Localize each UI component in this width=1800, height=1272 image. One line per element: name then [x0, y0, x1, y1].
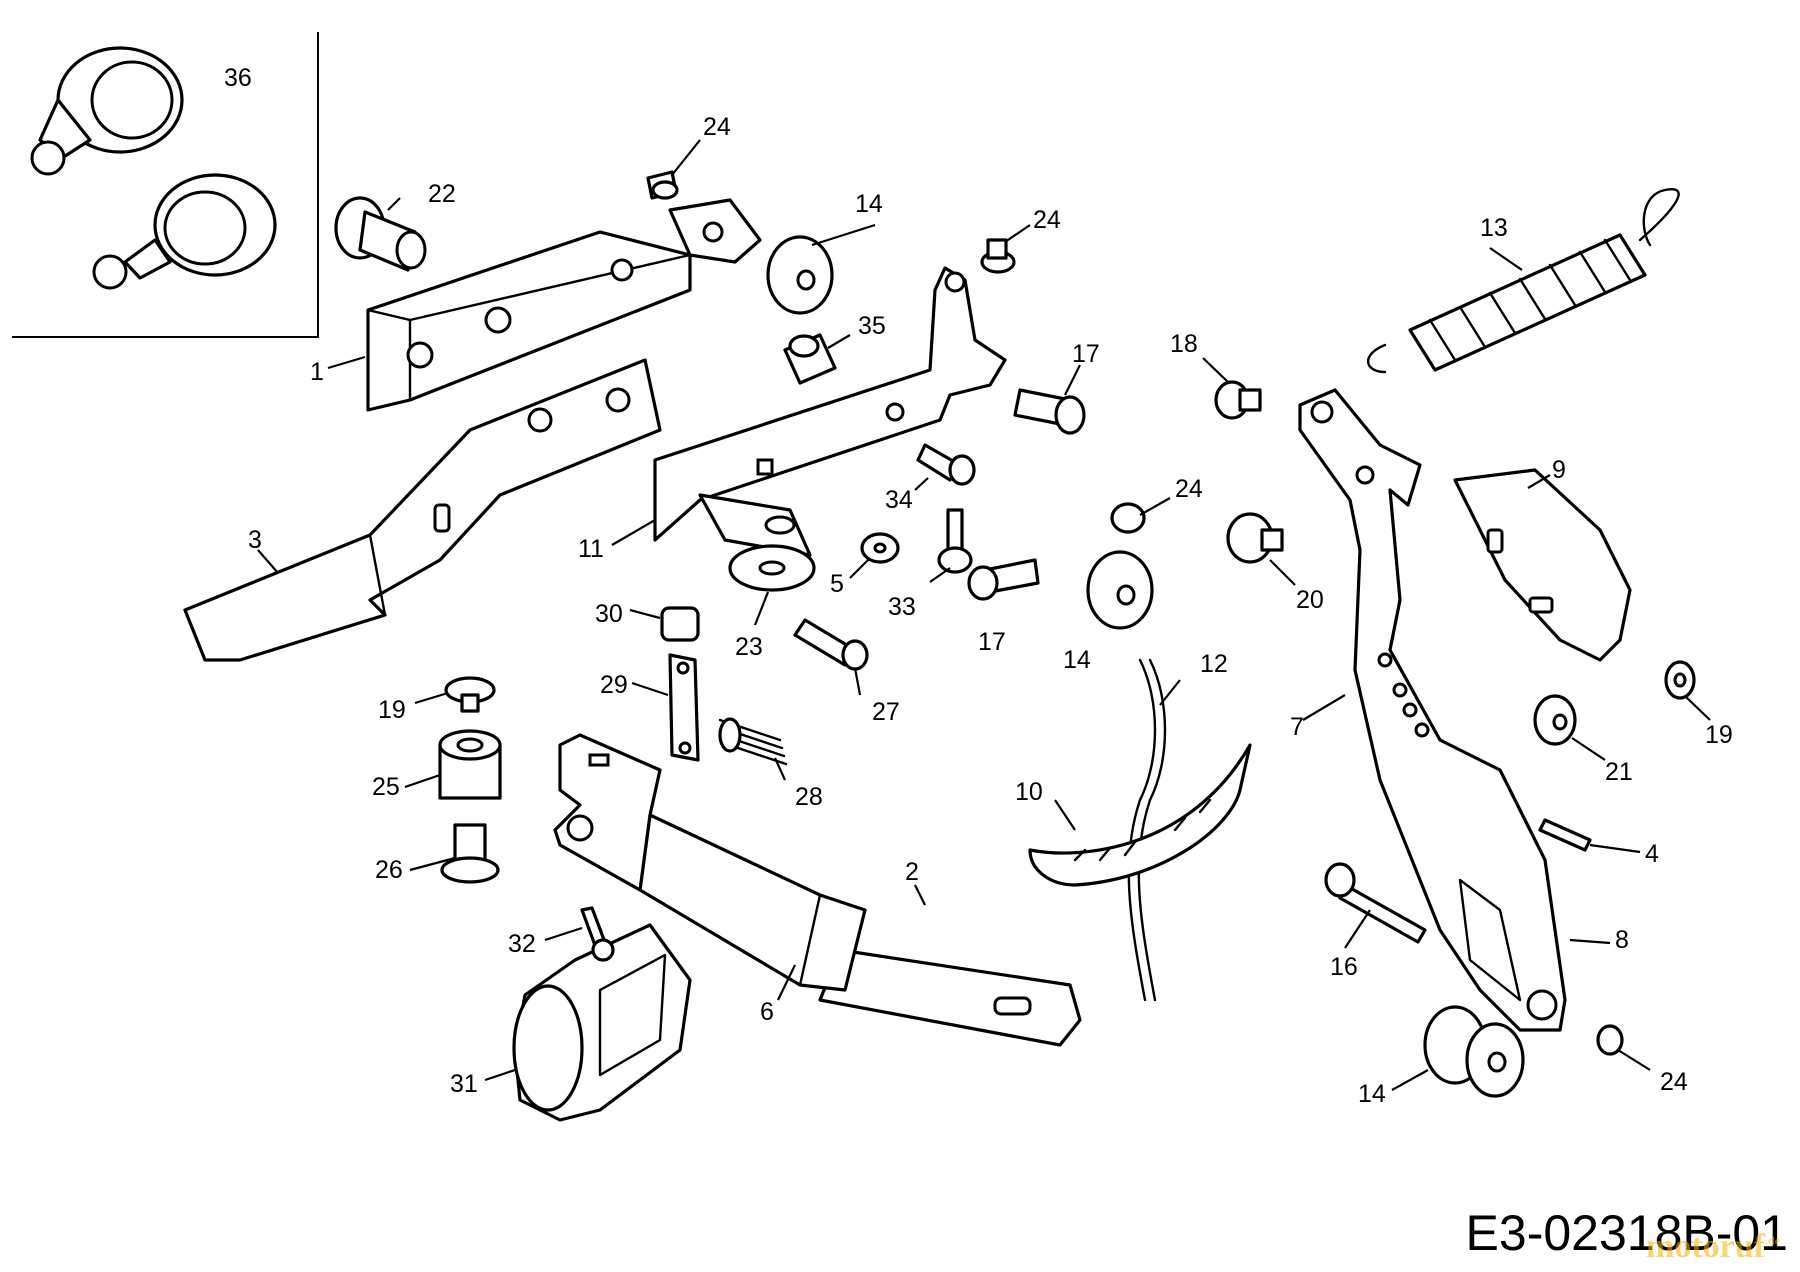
callout-16: 16: [1330, 953, 1358, 981]
callout-8: 8: [1615, 926, 1629, 954]
part-17-bolt-a: [1013, 388, 1086, 435]
part-2-handle-tube: [818, 948, 1082, 1047]
part-5-washer: [860, 532, 900, 564]
callout-28: 28: [795, 783, 823, 811]
part-29-latch: [668, 653, 700, 762]
callout-26: 26: [375, 856, 403, 884]
part-26-screw: [440, 823, 500, 884]
part-16-bolt: [1324, 862, 1427, 944]
callout-13: 13: [1480, 214, 1508, 242]
callout-14-mid: 14: [1063, 646, 1091, 674]
part-30-cap: [660, 606, 700, 642]
callout-31: 31: [450, 1070, 478, 1098]
watermark-text: motoruf: [1646, 1228, 1765, 1265]
part-20-flange-nut: [1226, 512, 1284, 564]
part-3-lever: [183, 358, 662, 662]
part-19-washer-right: [1664, 660, 1696, 700]
part-7-arm: [1298, 388, 1567, 1032]
part-6-fork-end: [553, 733, 662, 892]
callout-21: 21: [1605, 758, 1633, 786]
callout-23: 23: [735, 633, 763, 661]
part-23-star-washer: [728, 544, 816, 592]
callout-10: 10: [1015, 778, 1043, 806]
part-24-nut-d: [1596, 1024, 1624, 1056]
callout-24-top: 24: [703, 113, 731, 141]
watermark-suffix: .de: [1765, 1233, 1780, 1248]
inset-frame: [12, 32, 319, 338]
part-12-cable: [1127, 658, 1167, 1002]
callout-2: 2: [905, 858, 919, 886]
callout-12: 12: [1200, 650, 1228, 678]
drawing-code: E3-02318B-01: [1465, 1205, 1788, 1261]
callout-17-top: 17: [1072, 340, 1100, 368]
callout-22: 22: [428, 180, 456, 208]
callout-14-top: 14: [855, 190, 883, 218]
callout-34: 34: [885, 486, 913, 514]
callout-36: 36: [224, 64, 252, 92]
callout-30: 30: [595, 600, 623, 628]
part-24-nut-top: [646, 170, 679, 200]
callout-4: 4: [1645, 840, 1659, 868]
callout-25: 25: [372, 773, 400, 801]
part-1-bracket: [366, 198, 762, 412]
part-35-spacer: [783, 333, 837, 385]
callout-14-bottom: 14: [1358, 1080, 1386, 1108]
part-14-pulley-b: [1086, 550, 1154, 630]
callout-1: 1: [310, 358, 324, 386]
callout-20: 20: [1296, 586, 1324, 614]
callout-24-bottom: 24: [1660, 1068, 1688, 1096]
part-24-nut-c: [1110, 502, 1146, 534]
part-32-screw: [580, 906, 615, 962]
callout-35: 35: [858, 312, 886, 340]
callout-3: 3: [248, 526, 262, 554]
callout-9: 9: [1552, 456, 1566, 484]
callout-7: 7: [1290, 713, 1304, 741]
part-24-nut-b: [980, 238, 1016, 274]
part-14-pulley-c: [1423, 1005, 1525, 1098]
callout-18: 18: [1170, 330, 1198, 358]
part-31-grip: [512, 923, 692, 1122]
callout-24-center: 24: [1033, 206, 1061, 234]
part-21-washer: [1533, 694, 1577, 746]
part-28-spring: [718, 717, 788, 766]
part-27-pin: [793, 618, 869, 671]
callout-19-left: 19: [378, 696, 406, 724]
part-18-flange-nut: [1214, 380, 1262, 420]
part-36-clamps: [30, 46, 277, 290]
part-19-screw-left: [444, 676, 496, 713]
part-34-bolt: [916, 443, 976, 486]
callout-5: 5: [830, 570, 844, 598]
part-4-pin: [1538, 818, 1592, 852]
part-22-shoulder-nut: [334, 196, 427, 272]
watermark-logo: motoruf.de: [1646, 1228, 1780, 1266]
part-25-bushing: [438, 729, 502, 800]
callout-17-bottom: 17: [978, 628, 1006, 656]
part-8-plate: [1458, 878, 1522, 1002]
part-17-bolt-b: [967, 558, 1040, 601]
callout-11: 11: [578, 535, 604, 563]
callout-6: 6: [760, 998, 774, 1026]
callout-32: 32: [508, 930, 536, 958]
part-10-segment: [1028, 743, 1252, 887]
part-14-pulley-a: [766, 235, 834, 315]
callout-29: 29: [600, 671, 628, 699]
part-11-bracket: [653, 266, 1007, 557]
part-33-bolt: [937, 508, 973, 574]
callout-24-mid: 24: [1175, 475, 1203, 503]
part-13-spring: [1366, 188, 1680, 374]
callout-27: 27: [872, 698, 900, 726]
callout-33: 33: [888, 593, 916, 621]
part-9-plate: [1453, 468, 1632, 662]
leader-lines: [257, 139, 1711, 1091]
callout-19-right: 19: [1705, 721, 1733, 749]
